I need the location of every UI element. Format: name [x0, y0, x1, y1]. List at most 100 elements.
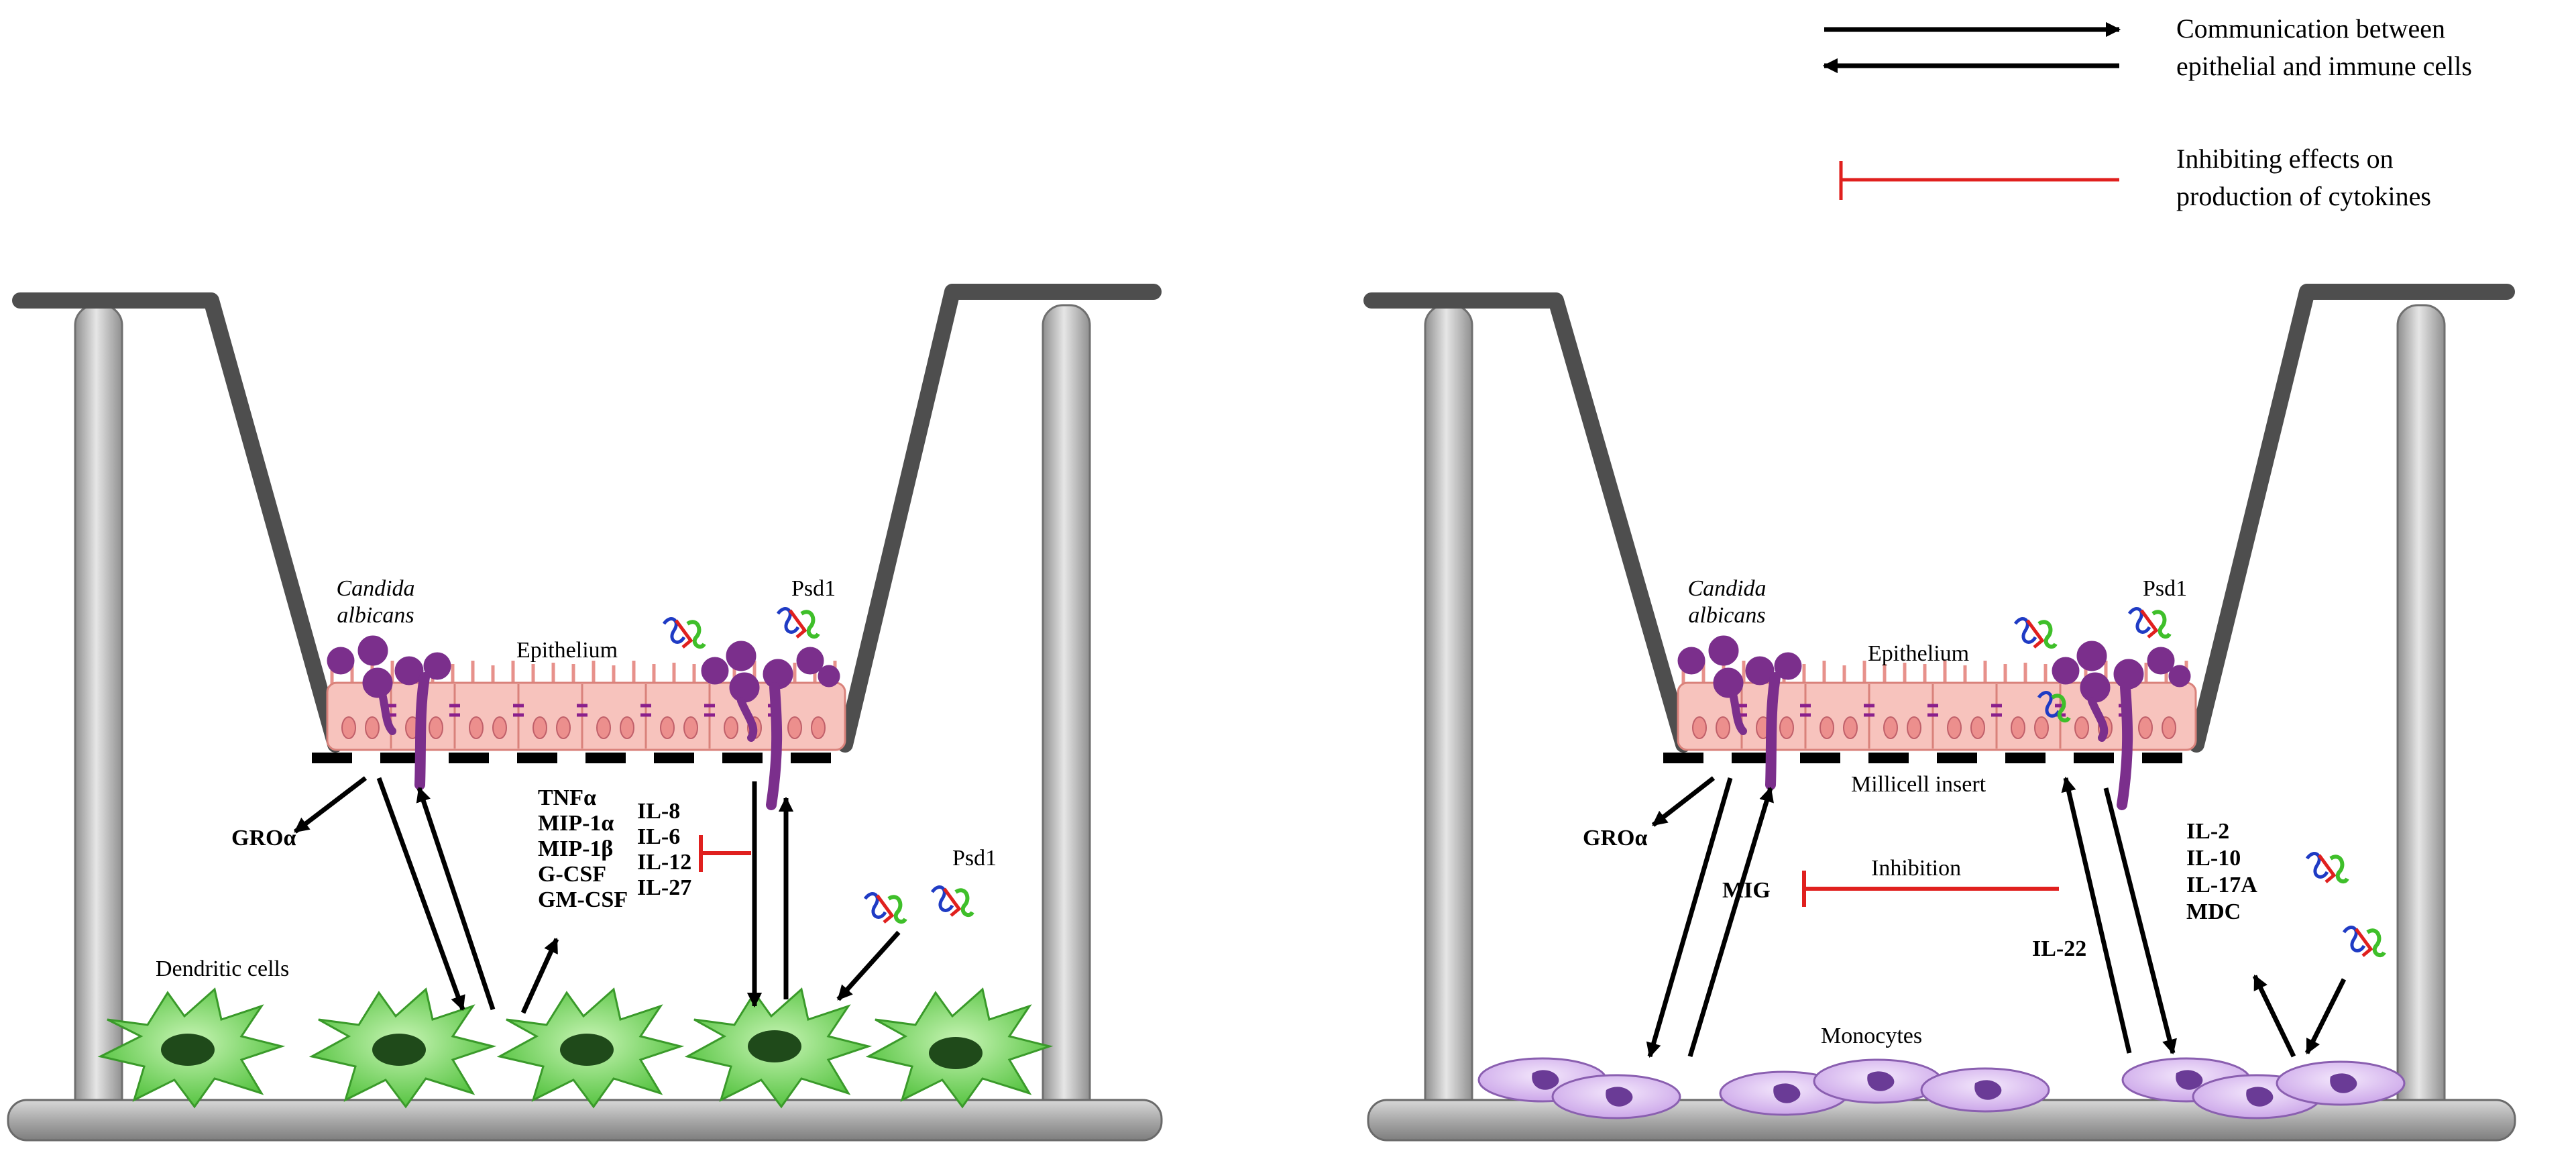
left-cytokine-list-b: IL-8 IL-6 IL-12 IL-27 [637, 799, 691, 900]
left-psd1-loop [674, 619, 693, 649]
right-candida-hypha [1765, 672, 1781, 790]
left-epithelium-nucleus [341, 716, 356, 739]
left-psd1-loop [788, 609, 807, 639]
left-psd1-loop [776, 607, 800, 634]
right-candida-yeast [1774, 652, 1802, 680]
left-dendritic-nucleus [372, 1034, 426, 1066]
right-epithelium-nucleus [1819, 716, 1834, 739]
left-epithelium-nucleus [811, 716, 826, 739]
left-epithelium [326, 661, 846, 751]
left-psd1-loop [930, 885, 954, 912]
right-epithelium-nucleus [1883, 716, 1898, 739]
right-monocyte-nucleus [1974, 1080, 2002, 1100]
legend-communication-line2: epithelial and immune cells [2176, 51, 2472, 81]
left-candida-label-line1: Candida [336, 576, 414, 601]
right-cytokine: IL-17A [2186, 873, 2257, 897]
left-candida-albicans [327, 635, 840, 810]
left-candida-hypha [414, 672, 430, 790]
left-candida-yeast [796, 647, 824, 675]
left-psd1-loop [942, 887, 962, 917]
right-monocyte-nucleus [2330, 1073, 2357, 1093]
right-psd1-loop [2037, 691, 2061, 718]
right-candida-hypha [2088, 697, 2109, 742]
right-epithelium [1677, 661, 2197, 751]
left-candida-yeast [423, 652, 451, 680]
left-psd1-protein [662, 607, 974, 924]
right-candida-yeast [1677, 647, 1705, 675]
left-cytokine-a: TNFα [538, 785, 596, 810]
left-candida-yeast [729, 672, 760, 703]
left-base-bar [7, 1099, 1163, 1142]
left-epithelium-nucleus [429, 716, 443, 739]
right-epithelium-nucleus [1843, 716, 1858, 739]
left-arrow-up [416, 786, 496, 1011]
left-cytokine-b: IL-8 [637, 799, 680, 824]
left-epithelium-nucleus [469, 716, 484, 739]
right-epithelium-nucleus [1779, 716, 1794, 739]
legend-inhibiting-line2: production of cytokines [2176, 181, 2431, 211]
left-epithelium-nucleus [724, 716, 738, 739]
legend-communication-line1: Communication between [2176, 13, 2445, 44]
right-cells-label: Monocytes [1821, 1024, 1922, 1048]
left-psd1-top-label: Psd1 [791, 576, 836, 601]
left-cytokine-list-a: TNFα MIP-1α MIP-1β G-CSF GM-CSF [538, 785, 628, 912]
right-cytokine-list: IL-2 IL-10 IL-17A MDC [2186, 819, 2257, 924]
left-cytokine-b: IL-12 [637, 850, 691, 875]
left-epithelium-nucleus [533, 716, 547, 739]
right-psd1-loop [2366, 928, 2386, 958]
right-epithelium-nucleus [1970, 716, 1985, 739]
left-post-right [1042, 304, 1091, 1132]
left-epithelium-nucleus [596, 716, 611, 739]
left-dendritic-nucleus [929, 1037, 983, 1069]
right-insert-label: Millicell insert [1851, 772, 1986, 797]
right-arrow-psd1 [2304, 978, 2347, 1055]
left-dendritic-nucleus [560, 1034, 614, 1066]
left-arrow-gro [293, 776, 368, 834]
right-monocyte-nucleus [1606, 1087, 1633, 1107]
left-arrow-down [376, 777, 465, 1011]
right-epithelium-nucleus [2074, 716, 2089, 739]
left-candida-yeast [818, 665, 840, 688]
right-monocytes [1477, 1057, 2406, 1119]
left-epithelium-nucleus [620, 716, 634, 739]
left-epithelium-nucleus [492, 716, 507, 739]
right-epithelium-label: Epithelium [1868, 641, 1969, 666]
right-epithelium-nucleus [2162, 716, 2176, 739]
right-candida-yeast [2076, 641, 2107, 671]
left-cytokine-b: IL-6 [637, 824, 680, 849]
left-cytokine-a: MIP-1α [538, 811, 614, 836]
right-inhibition-label: Inhibition [1871, 856, 1961, 881]
right-mig-label: MIG [1722, 878, 1771, 903]
left-insert-wall [12, 284, 1162, 753]
left-dendritic-nucleus [748, 1030, 801, 1062]
left-candida-yeast [362, 667, 393, 698]
left-psd1-loop [954, 888, 974, 918]
left-epithelium-nucleus [556, 716, 571, 739]
left-psd1-loop [887, 895, 907, 924]
right-psd1-loop [2013, 617, 2037, 644]
left-communication-arrows [293, 776, 901, 1014]
left-candida-yeast [726, 641, 757, 671]
right-epithelium-nucleus [2011, 716, 2025, 739]
right-arrow-down-right [2103, 787, 2177, 1055]
right-psd1-top-label: Psd1 [2143, 576, 2187, 601]
left-panel: Candida albicans Epithelium Psd1 Psd1 GR… [7, 284, 1163, 1142]
right-candida-yeast [2052, 657, 2080, 685]
right-epithelium-nucleus [2034, 716, 2049, 739]
right-arrow-up [1687, 786, 1774, 1058]
left-candida-yeast [701, 657, 729, 685]
right-candida-yeast [2147, 647, 2175, 675]
right-cytokine: MDC [2186, 899, 2241, 924]
right-post-left [1424, 304, 1473, 1132]
right-cytokine: IL-10 [2186, 846, 2241, 871]
left-candida-label-line2: albicans [337, 603, 414, 628]
right-candida-label-line1: Candida [1687, 576, 1766, 601]
left-arrow-psd1 [836, 930, 901, 1001]
right-insert-wall [1363, 284, 2515, 753]
left-candida-yeast [327, 647, 355, 675]
left-post-left [74, 304, 123, 1132]
right-arrow-down [1646, 777, 1733, 1058]
left-psd1-loop [800, 610, 820, 639]
right-candida-albicans [1677, 635, 2191, 810]
